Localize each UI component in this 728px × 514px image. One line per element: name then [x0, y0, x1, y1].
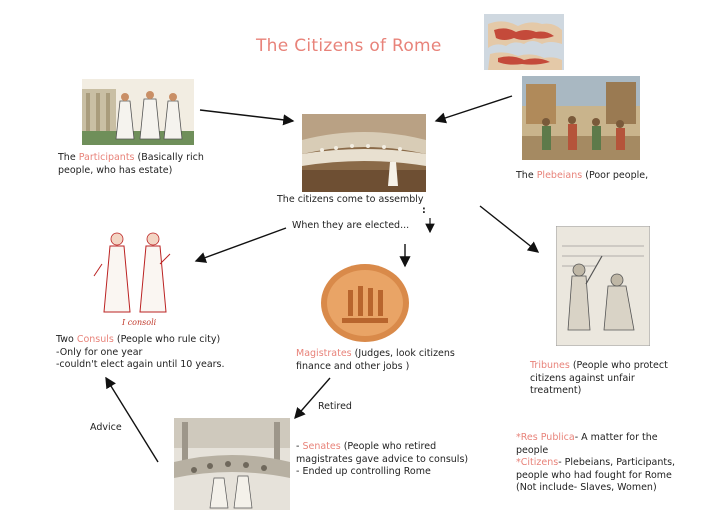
arrow-plebeians-to-assembly [436, 96, 512, 121]
arrow-participants-to-assembly [200, 110, 293, 121]
arrow-assembly-to-tribunes [480, 206, 538, 252]
arrow-senates-to-consuls [106, 378, 158, 462]
arrow-assembly-to-consuls [196, 228, 286, 261]
arrow-magistrates-to-senates [295, 378, 330, 418]
